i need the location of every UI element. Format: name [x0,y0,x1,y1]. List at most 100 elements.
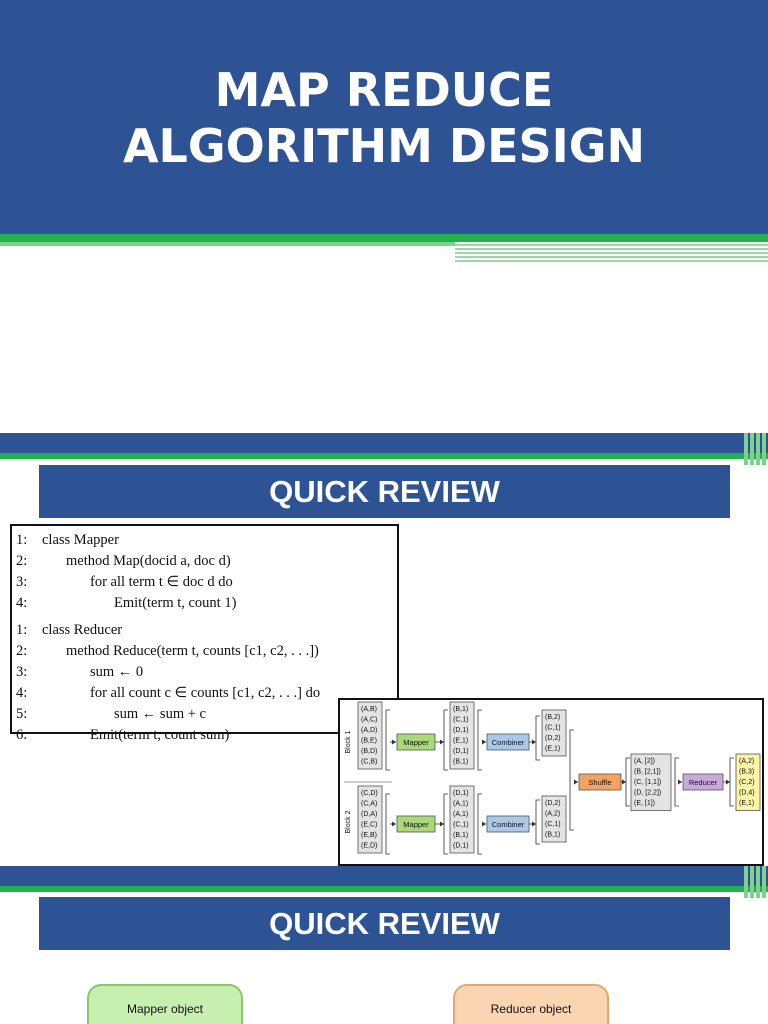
block2-arrow-to-combiner-head [482,821,486,827]
pseudocode-line-text: for all term t ∈ doc d do [90,574,233,590]
reduced-output-item: (E,1) [739,800,754,807]
block2-combined-item: (D,2) [545,800,561,807]
pseudocode-line-text: Emit(term t, count 1) [114,595,237,611]
block1-input-box [357,701,383,770]
block1-input-item: (B,D) [361,748,377,755]
block2-input-item: (D,A) [361,811,377,818]
pseudocode-line-text: for all count c ∈ counts [c1, c2, . . .]… [90,685,321,701]
block1-input-item: (B,E) [361,738,377,745]
slide2-decor-stripes [744,433,766,465]
reduced-output-item: (C,2) [739,779,755,786]
block2-bracket-out [535,799,540,845]
pseudocode-line-number: 2: [16,553,28,569]
pseudocode-line-text: class Mapper [42,532,119,548]
reduced-output-box [735,753,761,811]
pseudocode-line-number: 2: [16,643,28,659]
block1-input-item: (A,C) [361,717,377,724]
block2-input-item: (C,D) [361,790,378,797]
block1-bracket-comb [477,709,482,771]
block1-combined-box [541,709,567,757]
reducer-object: Reducer object [453,984,609,1024]
block2-mapper-label: Mapper [403,820,429,829]
slide3-top-band [0,866,768,886]
block2-arrow-from-mapper-head [440,821,444,827]
block2-input-item: (E,C) [361,822,377,829]
reducer-bracket-in [674,757,679,807]
arrow-to-reducer-head [678,779,682,785]
pseudocode-line-number: 3: [16,664,28,680]
block1-input-item: (A,B) [361,706,377,713]
arrow-from-shuffle-head [622,779,626,785]
pseudocode-line-text: method Map(docid a, doc d) [66,553,231,569]
block1-arrow-to-mapper-head [392,739,396,745]
shuffled-box [630,753,672,811]
block1-mapped-item: (C,1) [453,717,469,724]
mapper-object-label: Mapper object [126,1002,204,1016]
reducer-box-label: Reducer [689,778,718,787]
block1-mapper-label: Mapper [403,738,429,747]
reducer-object-label: Reducer object [490,1002,572,1016]
pseudocode-line-number: 5: [16,706,28,722]
reduced-output-item: (A,2) [739,758,754,765]
block1-combined-item: (D,2) [545,735,561,742]
shuffle-bracket-out [625,757,630,807]
title-slide-green-underline [0,242,455,246]
title-slide-header [0,0,768,236]
reducer-bracket-out [729,757,734,807]
pseudocode-line-number: 4: [16,685,28,701]
block2-combined-box [541,795,567,843]
pseudocode-line-number: 1: [16,532,28,548]
title-line-1: MAP REDUCE [214,63,554,117]
pseudocode-line-text: sum ← sum + c [114,706,206,722]
block1-arrow-from-combiner-head [532,739,536,745]
block1-input-item: (A,D) [361,727,377,734]
shuffled-item: (C, [1,1]) [634,779,661,786]
block1-arrow-to-combiner-head [482,739,486,745]
block2-combined-item: (A,2) [545,811,560,818]
shuffled-item: (A, [2]) [634,758,655,765]
block2-arrow-from-combiner-head [532,821,536,827]
block2-mapped-item: (D,1) [453,843,469,850]
shuffled-item: (E, [1]) [634,800,655,807]
reduced-output-item: (B,3) [739,769,754,776]
pseudocode-line-number: 4: [16,595,28,611]
title-slide-title: MAP REDUCE ALGORITHM DESIGN [0,62,768,174]
shuffle-box-label: Shuffle [588,778,611,787]
block1-arrow-from-mapper-head [440,739,444,745]
shuffled-item: (B, [2,1]) [634,769,661,776]
slide3-green-bar [0,886,768,892]
pseudocode-line-number: 6: [16,727,28,743]
pseudocode-line-text: class Reducer [42,622,123,638]
block2-mapped-item: (A,1) [453,811,468,818]
slide3-title: QUICK REVIEW [39,897,730,950]
slide2-title: QUICK REVIEW [39,465,730,518]
pseudocode-line-text: method Reduce(term t, counts [c1, c2, . … [66,643,319,659]
arrow-to-shuffle-head [574,779,578,785]
shuffled-item: (D, [2,2]) [634,790,661,797]
block2-mapped-item: (A,1) [453,801,468,808]
slide2-top-band [0,433,768,453]
title-slide-green-bar [0,234,768,242]
block1-combined-item: (C,1) [545,725,561,732]
block1-mapped-item: (D,1) [453,748,469,755]
block1-combiner-label: Combiner [492,738,525,747]
block1-bracket-out [535,715,540,761]
block1-bracket-mid [443,709,448,771]
title-line-2: ALGORITHM DESIGN [122,119,646,173]
pseudocode-line-text: Emit(term t, count sum) [90,727,230,743]
pseudocode-line-text: sum ← 0 [90,664,144,680]
pseudocode-line-number: 1: [16,622,28,638]
block1-mapped-item: (E,1) [453,738,468,745]
shuffle-bracket-in [569,729,574,831]
block2-combiner-label: Combiner [492,820,525,829]
block2-combined-item: (B,1) [545,832,560,839]
arrow-from-reducer-head [726,779,730,785]
block2-input-box [357,785,383,854]
mapper-object: Mapper object [87,984,243,1024]
slide3-decor-stripes [744,866,766,898]
block1-mapped-item: (D,1) [453,727,469,734]
block2-input-item: (C,A) [361,801,377,808]
block2-mapped-item: (D,1) [453,790,469,797]
